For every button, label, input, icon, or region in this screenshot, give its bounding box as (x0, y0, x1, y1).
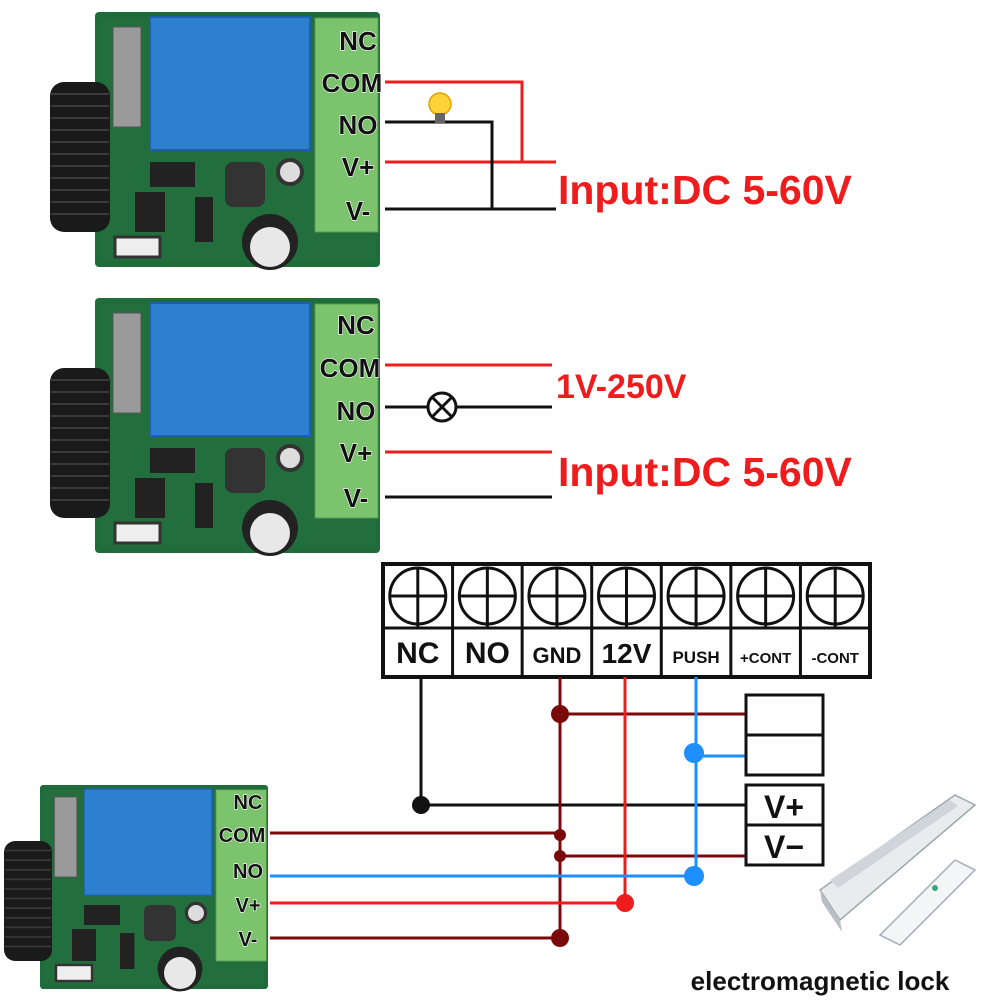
controller-terminal-label: 12V (602, 638, 652, 669)
wires-1 (385, 80, 556, 211)
terminal-com: COM (219, 825, 266, 847)
controller-terminal-label: NO (465, 637, 510, 670)
controller-terminal-label: +CONT (740, 650, 791, 667)
terminal-nc: NC (234, 792, 263, 814)
terminal-vminus: V- (239, 929, 258, 951)
wires-2 (385, 363, 552, 499)
terminal-no: NO (337, 396, 376, 426)
terminal-nc: NC (339, 26, 377, 56)
terminal-nc: NC (337, 310, 375, 340)
access-controller-terminal-block: NC NO GND 12V PUSH +CONT -CONT (381, 562, 872, 679)
lock-caption: electromagnetic lock (691, 966, 950, 996)
exit-button-terminals (744, 693, 825, 777)
lamp-symbol-icon (426, 391, 458, 423)
lock-terminal-vminus: V− (764, 829, 804, 865)
lock-terminal-vplus: V+ (764, 789, 804, 825)
terminal-vplus: V+ (342, 152, 375, 182)
terminal-no: NO (339, 110, 378, 140)
controller-terminal-label: NC (396, 637, 439, 670)
controller-terminal-label: PUSH (672, 648, 719, 667)
relay-board-2: NC COM NO V+ V- (48, 296, 382, 558)
terminal-vplus: V+ (235, 895, 260, 917)
controller-terminal-label: GND (532, 643, 581, 668)
light-bulb-icon (428, 92, 452, 123)
terminal-com: COM (322, 68, 383, 98)
lock-terminals: V+ V− (744, 783, 825, 867)
relay-board-3: NC COM NO V+ V- (2, 783, 270, 994)
electromagnetic-lock-image (818, 794, 977, 946)
load-voltage-label: 1V-250V (556, 368, 687, 406)
terminal-vminus: V- (346, 196, 371, 226)
wires-3 (270, 677, 748, 940)
relay-board-1: NC COM NO V+ V- (48, 10, 383, 272)
terminal-vplus: V+ (340, 438, 373, 468)
input-voltage-label-1: Input:DC 5-60V (558, 167, 853, 213)
controller-terminal-label: -CONT (811, 650, 859, 667)
terminal-vminus: V- (344, 483, 369, 513)
input-voltage-label-2: Input:DC 5-60V (558, 449, 853, 495)
terminal-no: NO (233, 861, 263, 883)
terminal-com: COM (320, 353, 381, 383)
junction-dots (412, 705, 704, 947)
